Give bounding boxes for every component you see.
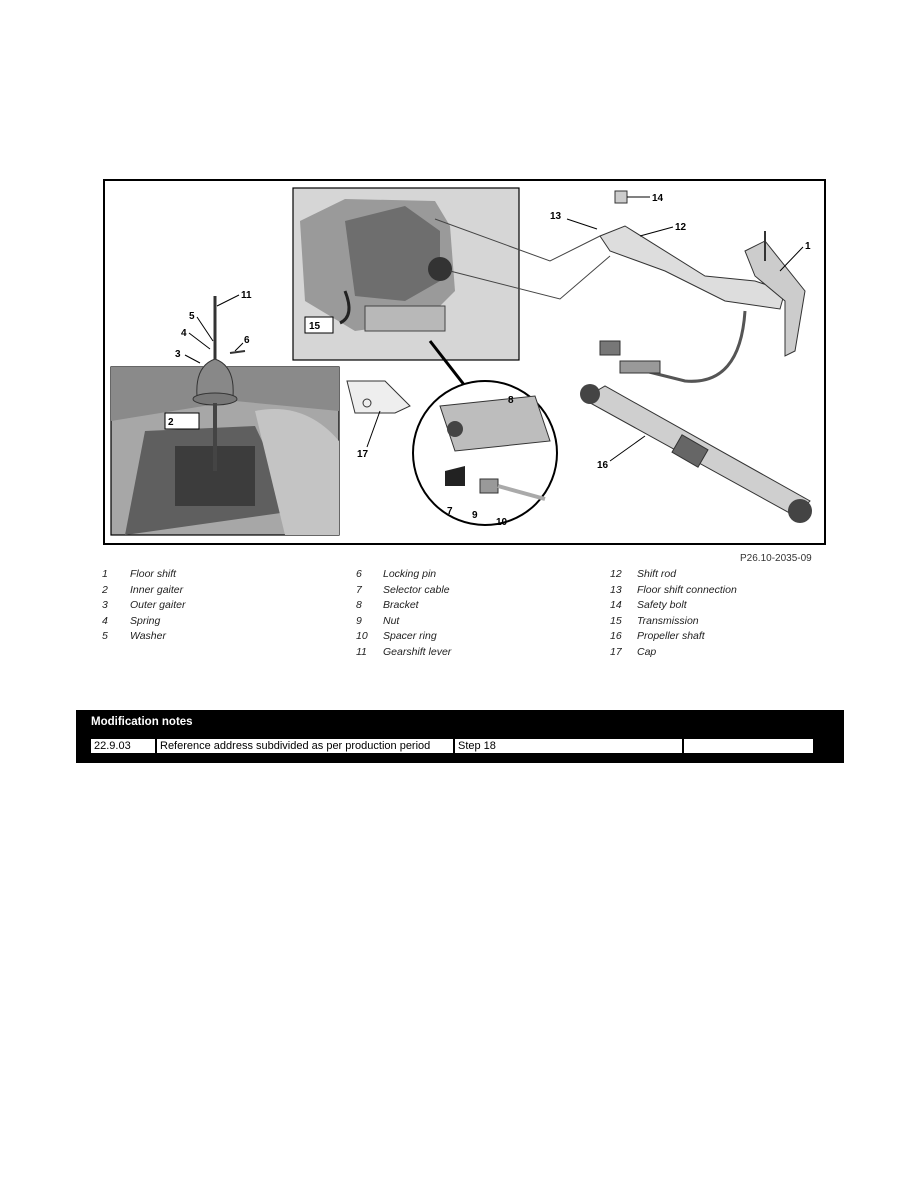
legend-number: 7	[356, 583, 362, 596]
callout-10: 10	[496, 517, 508, 528]
propeller-shaft: 16	[580, 384, 812, 523]
legend-item: 10 Spacer ring	[356, 629, 586, 645]
note-date: 22.9.03	[89, 737, 157, 755]
legend-item: 7 Selector cable	[356, 583, 586, 599]
legend-text: Spring	[130, 614, 161, 627]
callout-9: 9	[472, 510, 478, 521]
callout-2: 2	[168, 417, 174, 428]
legend-text: Bracket	[383, 599, 419, 611]
legend-text: Transmission	[637, 614, 699, 627]
legend-number: 5	[102, 630, 108, 642]
transmission-panel: 15	[292, 187, 520, 361]
legend-text: Selector cable	[383, 583, 450, 596]
figure-reference: P26.10-2035-09	[740, 553, 812, 564]
diagram-illustration: 15 2 11 5 4 3 6	[110, 187, 812, 536]
legend-item: 11 Gearshift lever	[356, 645, 586, 661]
callout-6: 6	[244, 335, 250, 346]
legend-number: 1	[102, 568, 108, 580]
legend-number: 12	[610, 568, 622, 580]
legend-item: 9 Nut	[356, 614, 586, 630]
legend-text: Cap	[637, 645, 657, 658]
callout-15: 15	[309, 321, 321, 332]
legend-number: 17	[610, 645, 622, 658]
exploded-diagram: 15 2 11 5 4 3 6	[103, 179, 826, 545]
legend-item: 16 Propeller shaft	[610, 629, 830, 645]
note-step: Step 18	[453, 737, 684, 755]
legend-item: 2 Inner gaiter	[102, 583, 322, 599]
legend-item: 13 Floor shift connection	[610, 583, 830, 599]
legend-text: Outer gaiter	[130, 599, 186, 611]
legend-column-2: 6 Locking pin 7 Selector cable 8 Bracket 9 N…	[356, 567, 586, 660]
legend-item: 17 Cap	[610, 645, 830, 661]
callout-7: 7	[447, 506, 453, 517]
legend-number: 6	[356, 568, 362, 580]
legend-item: 14 Safety bolt	[610, 598, 830, 614]
legend-number: 16	[610, 630, 622, 642]
callout-11: 11	[241, 290, 252, 301]
legend-text: Floor shift connection	[637, 583, 737, 596]
callout-14: 14	[652, 193, 664, 204]
callout-8: 8	[508, 395, 514, 406]
callout-5: 5	[189, 311, 195, 322]
legend-text: Floor shift	[130, 568, 177, 580]
legend-item: 1 Floor shift	[102, 567, 322, 583]
modification-notes-title: Modification notes	[91, 716, 193, 728]
modification-notes-table: 22.9.03 Reference address subdivided as …	[89, 737, 815, 755]
legend-number: 15	[610, 614, 622, 627]
floor-shift-assembly: 1 12 13 14	[434, 190, 811, 383]
legend-text: Spacer ring	[383, 630, 437, 642]
legend-item: 6 Locking pin	[356, 567, 586, 583]
callout-3: 3	[175, 349, 181, 360]
legend-number: 9	[356, 614, 362, 627]
gearshift-assembly: 11 5 4 3 6	[175, 290, 252, 471]
table-row: 22.9.03 Reference address subdivided as …	[89, 737, 815, 755]
legend-item: 4 Spring	[102, 614, 322, 630]
legend-text: Locking pin	[383, 568, 437, 580]
legend-text: Safety bolt	[637, 599, 687, 611]
legend-number: 14	[610, 599, 622, 611]
legend-item: 15 Transmission	[610, 614, 830, 630]
legend-item: 3 Outer gaiter	[102, 598, 322, 614]
legend-number: 4	[102, 614, 108, 627]
cap-part: 17	[346, 380, 411, 460]
legend-item: 12 Shift rod	[610, 567, 830, 583]
legend-text: Inner gaiter	[130, 583, 184, 596]
legend-item: 5 Washer	[102, 629, 322, 645]
legend-item: 8 Bracket	[356, 598, 586, 614]
note-description: Reference address subdivided as per prod…	[155, 737, 455, 755]
legend-text: Nut	[383, 614, 400, 627]
callout-17: 17	[357, 449, 369, 460]
note-empty-cell	[682, 737, 815, 755]
legend-column-1: 1 Floor shift 2 Inner gaiter 3 Outer gaiter…	[102, 567, 322, 645]
callout-4: 4	[181, 328, 187, 339]
legend-number: 2	[102, 583, 108, 596]
legend-text: Propeller shaft	[637, 630, 705, 642]
legend-text: Washer	[130, 630, 166, 642]
legend-number: 13	[610, 583, 622, 596]
legend-number: 3	[102, 599, 108, 611]
legend-number: 8	[356, 599, 362, 611]
legend-text: Shift rod	[637, 568, 677, 580]
callout-1: 1	[805, 241, 811, 252]
callout-13: 13	[550, 211, 562, 222]
legend-text: Gearshift lever	[383, 645, 452, 658]
callout-12: 12	[675, 222, 687, 233]
legend-column-3: 12 Shift rod 13 Floor shift connection 14 S…	[610, 567, 830, 660]
modification-notes: Modification notes 22.9.03 Reference add…	[76, 710, 844, 763]
legend-number: 11	[356, 645, 367, 658]
callout-16: 16	[597, 460, 609, 471]
legend-number: 10	[356, 630, 368, 642]
bracket-detail: 8 7 9 10	[412, 340, 558, 528]
